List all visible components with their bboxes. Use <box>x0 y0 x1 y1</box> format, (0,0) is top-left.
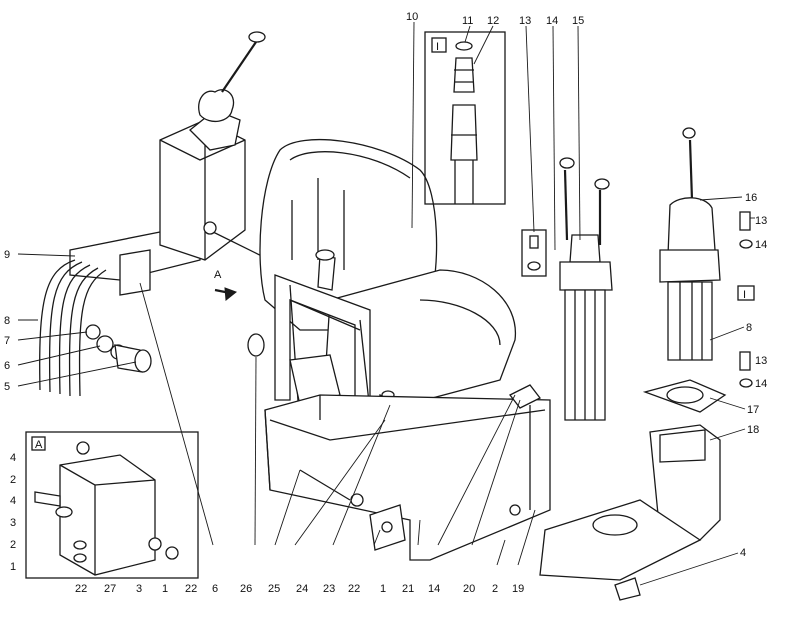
label-14-right-a: 14 <box>755 239 767 251</box>
washer-26 <box>247 333 265 357</box>
left-control-console <box>39 31 291 397</box>
inset-i-marker-right: I <box>743 289 746 301</box>
label-6: 6 <box>4 360 10 372</box>
label-12: 12 <box>487 15 499 27</box>
leader-lines <box>17 21 755 586</box>
view-arrow-a: А <box>214 269 238 301</box>
label-4-b: 4 <box>10 495 16 507</box>
label-16: 16 <box>745 192 757 204</box>
right-control-block: I <box>659 127 755 388</box>
label-2-b: 2 <box>10 539 16 551</box>
label-8-right: 8 <box>746 322 752 334</box>
base-platform <box>264 384 551 561</box>
label-13-right-b: 13 <box>755 355 767 367</box>
label-26: 26 <box>240 583 252 595</box>
middle-control-block <box>521 157 613 421</box>
flange-and-column <box>539 379 727 601</box>
label-4-a: 4 <box>10 452 16 464</box>
label-15: 15 <box>572 15 584 27</box>
label-13-top: 13 <box>519 15 531 27</box>
label-14-b: 14 <box>428 583 440 595</box>
label-22-a: 22 <box>75 583 87 595</box>
label-19: 19 <box>512 583 524 595</box>
label-3-a: 3 <box>10 517 16 529</box>
callout-labels: 9 8 7 6 5 10 11 12 13 14 15 16 13 14 8 1… <box>4 11 767 595</box>
label-25: 25 <box>268 583 280 595</box>
label-8: 8 <box>4 315 10 327</box>
view-a-inset: А <box>25 431 199 579</box>
label-1-c: 1 <box>380 583 386 595</box>
label-24: 24 <box>296 583 308 595</box>
label-3-b: 3 <box>136 583 142 595</box>
label-14-right-b: 14 <box>755 378 767 390</box>
detail-i-inset: I <box>424 31 506 205</box>
label-23: 23 <box>323 583 335 595</box>
label-7: 7 <box>4 335 10 347</box>
label-2-a: 2 <box>10 474 16 486</box>
label-27: 27 <box>104 583 116 595</box>
label-1-a: 1 <box>10 561 16 573</box>
inset-i-marker: I <box>436 41 439 53</box>
label-5: 5 <box>4 381 10 393</box>
label-17: 17 <box>747 404 759 416</box>
operator-seat <box>259 139 516 431</box>
arrow-a-label: А <box>214 269 222 281</box>
label-1-b: 1 <box>162 583 168 595</box>
view-a-marker: А <box>35 439 43 451</box>
label-14-top: 14 <box>546 15 558 27</box>
label-20: 20 <box>463 583 475 595</box>
label-6-b: 6 <box>212 583 218 595</box>
label-10: 10 <box>406 11 418 23</box>
label-4-right: 4 <box>740 547 746 559</box>
label-11: 11 <box>462 15 473 27</box>
label-13-right-a: 13 <box>755 215 767 227</box>
label-9: 9 <box>4 249 10 261</box>
label-21: 21 <box>402 583 414 595</box>
label-18: 18 <box>747 424 759 436</box>
label-22-c: 22 <box>348 583 360 595</box>
label-22-b: 22 <box>185 583 197 595</box>
label-2-c: 2 <box>492 583 498 595</box>
